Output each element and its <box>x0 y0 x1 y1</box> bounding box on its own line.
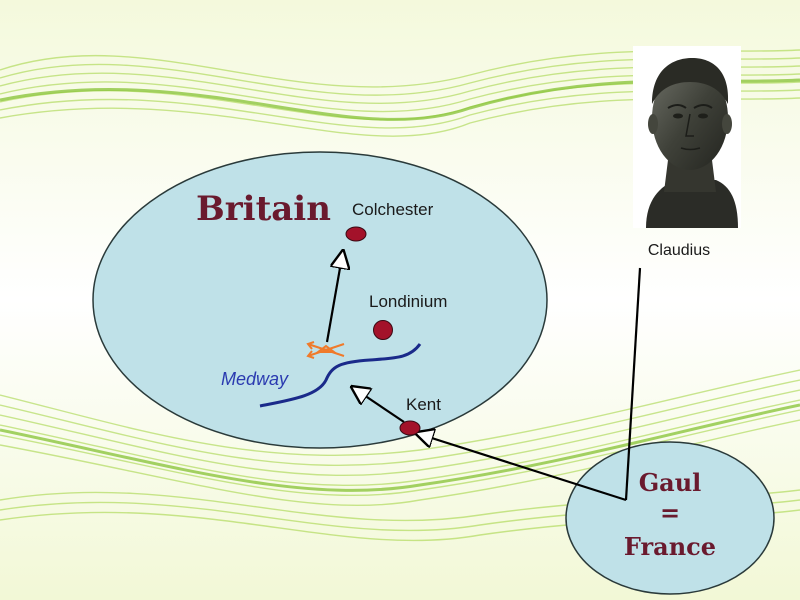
kent-label: Kent <box>406 395 441 414</box>
londinium-label: Londinium <box>369 292 447 311</box>
gaul-line-1: Gaul <box>639 468 702 497</box>
bust-eye-right <box>698 114 708 119</box>
town-londinium-marker <box>374 321 393 340</box>
medway-label: Medway <box>221 369 289 389</box>
bust-ear-right <box>722 114 732 134</box>
colchester-label: Colchester <box>352 200 434 219</box>
gaul-line-2: = <box>660 498 680 527</box>
claudius-portrait: Claudius <box>633 46 741 259</box>
bust-eye-left <box>673 114 683 119</box>
town-kent-marker <box>400 421 420 435</box>
gaul-line-3: France <box>624 532 716 561</box>
bust-ear-left <box>648 114 658 134</box>
britain-title: Britain <box>196 189 331 229</box>
town-colchester-marker <box>346 227 366 241</box>
portrait-caption: Claudius <box>648 242 710 259</box>
